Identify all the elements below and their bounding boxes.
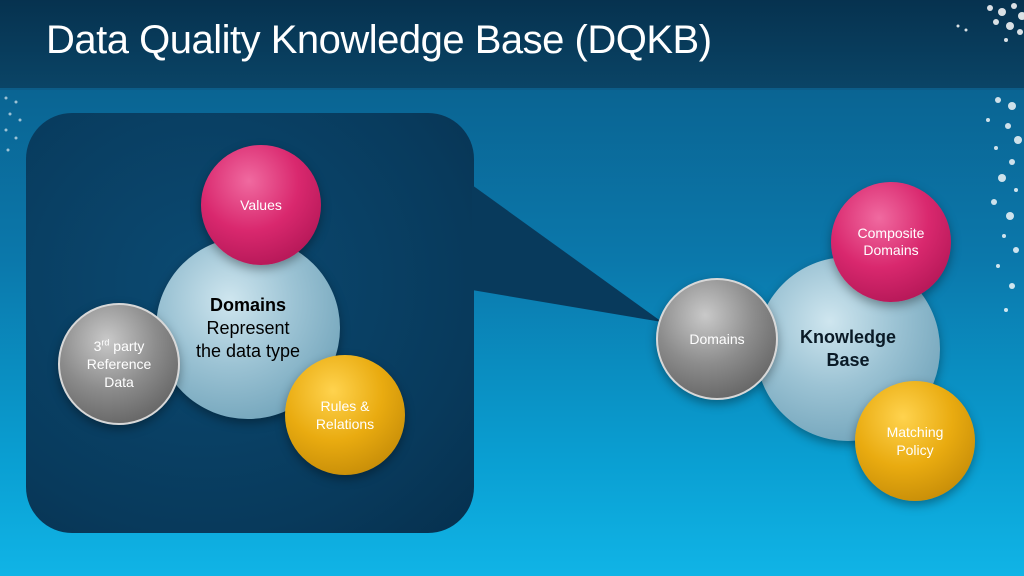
reference-line-2: Reference (86, 356, 152, 372)
rules-line-1: Rules & (320, 398, 370, 414)
title-bar: Data Quality Knowledge Base (DQKB) (0, 0, 1024, 90)
domains-heading: Domains (209, 294, 287, 315)
rules-line-2: Relations (315, 416, 375, 432)
composite-line-1: Composite (857, 225, 925, 241)
composite-line-2: Domains (863, 242, 919, 258)
knowledge-base-line-2: Base (826, 350, 870, 370)
decorative-dots-right (986, 97, 1022, 312)
composite-domains-circle: Composite Domains (831, 182, 951, 302)
values-circle: Values (201, 145, 321, 265)
matching-line-1: Matching (886, 424, 944, 440)
values-label: Values (240, 196, 282, 213)
domains-line-1: Represent (206, 317, 290, 338)
domains-circle: Domains (656, 278, 778, 400)
domains-label: Domains (689, 331, 745, 347)
decorative-dots-top-right (956, 3, 1024, 42)
matching-policy-circle: Matching Policy (855, 381, 975, 501)
reference-ordinal-suffix: rd (101, 337, 110, 348)
reference-line-1: party (109, 338, 145, 354)
reference-data-circle: 3rd party Reference Data (58, 303, 180, 425)
slide-title: Data Quality Knowledge Base (DQKB) (46, 18, 712, 62)
rules-relations-circle: Rules & Relations (285, 355, 405, 475)
domains-line-2: the data type (195, 340, 301, 361)
matching-line-2: Policy (896, 442, 934, 458)
reference-ordinal: 3 (93, 338, 102, 354)
knowledge-base-line-1: Knowledge (799, 327, 896, 347)
decorative-dots-left (4, 96, 22, 152)
reference-line-3: Data (104, 374, 134, 390)
